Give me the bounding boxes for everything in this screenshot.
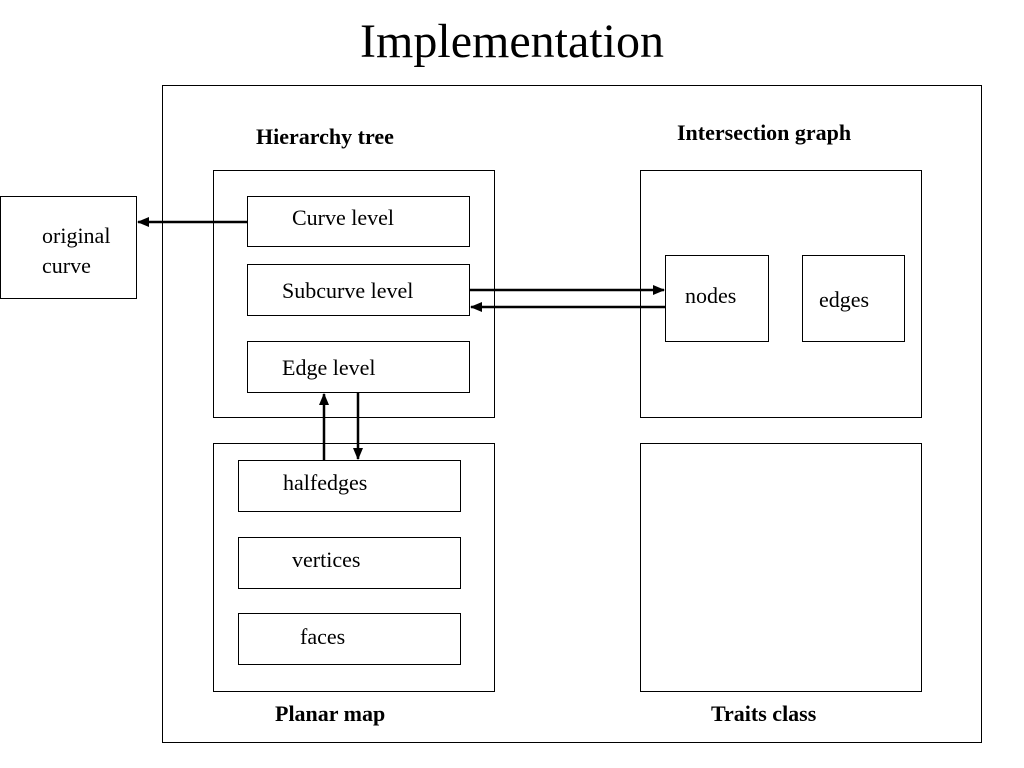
subcurve-level-box: [247, 264, 470, 316]
subcurve-level-label: Subcurve level: [282, 278, 414, 303]
vertices-label: vertices: [292, 547, 361, 572]
halfedges-box: [238, 460, 461, 512]
planar-map-box: [213, 443, 495, 692]
faces-label: faces: [300, 624, 346, 649]
intersection-graph-box: [640, 170, 922, 418]
planar-map-footer: Planar map: [275, 701, 386, 726]
curve-level-box: [247, 196, 470, 247]
edges-box: [802, 255, 905, 342]
traits-class-footer: Traits class: [711, 701, 817, 726]
intersection-graph-header: Intersection graph: [677, 120, 852, 145]
edge-level-label: Edge level: [282, 355, 376, 380]
edges-label: edges: [819, 287, 870, 312]
original-curve-label-line1: original: [42, 223, 111, 248]
nodes-label: nodes: [685, 283, 737, 308]
faces-box: [238, 613, 461, 665]
halfedges-label: halfedges: [283, 470, 368, 495]
vertices-box: [238, 537, 461, 589]
hierarchy-tree-box: [213, 170, 495, 418]
original-curve-label-line2: curve: [42, 253, 91, 278]
traits-class-box: [640, 443, 922, 692]
hierarchy-tree-header: Hierarchy tree: [256, 124, 394, 149]
implementation-frame: [162, 85, 982, 743]
nodes-box: [665, 255, 769, 342]
original-curve-box: [0, 196, 137, 299]
edge-level-box: [247, 341, 470, 393]
diagram-title: Implementation: [360, 15, 664, 68]
curve-level-label: Curve level: [292, 205, 395, 230]
